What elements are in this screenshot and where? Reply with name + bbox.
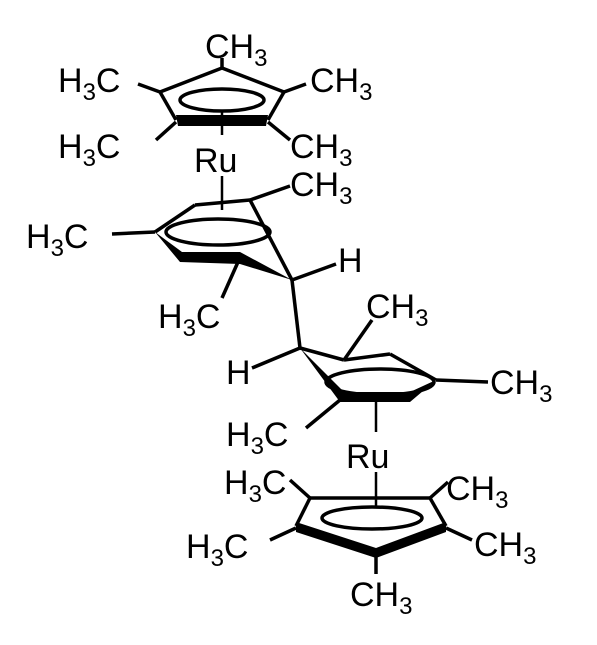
top-methyl-left: H3C	[58, 62, 120, 106]
upper-arene-methyl-bond	[249, 184, 291, 202]
svg-text:H3C: H3C	[58, 62, 120, 106]
upper-arene-aromatic-circle	[164, 217, 272, 247]
svg-text:H3C: H3C	[58, 128, 120, 172]
upper-arene-wedge-front	[155, 232, 292, 280]
lower-arene-ring	[251, 318, 489, 432]
bottom-cp-wedge-front	[296, 522, 446, 558]
upper-arene-bond	[154, 203, 196, 234]
bottom-cp-methyl-bond	[288, 478, 312, 500]
top-methyl-lower-right: CH3	[290, 128, 352, 172]
svg-text:CH3: CH3	[490, 364, 552, 408]
svg-text:CH3: CH3	[446, 470, 508, 514]
svg-text:CH3: CH3	[474, 526, 536, 570]
svg-text:CH3: CH3	[350, 576, 412, 620]
top-cp-bond	[158, 91, 178, 121]
lower-arene-bond	[343, 352, 391, 362]
upper-arene-bond	[248, 199, 294, 281]
top-cp-bond	[266, 91, 286, 121]
lower-arene-methyl-bond	[342, 318, 374, 362]
bottom-methyl-upper-left: H3C	[224, 464, 286, 508]
top-methyl-top: CH3	[205, 28, 267, 72]
svg-text:H3C: H3C	[158, 298, 220, 342]
upper-arene-bond	[194, 198, 251, 207]
top-cp-methyl-bond	[283, 82, 307, 94]
bottom-cp-ring	[269, 472, 473, 574]
ru-top-label: Ru	[194, 142, 237, 180]
upper-arene-methyl-bond	[220, 261, 240, 299]
bottom-cp-bond	[428, 497, 448, 527]
svg-text:H3C: H3C	[226, 416, 288, 460]
top-cp-bond	[221, 66, 285, 94]
top-cp-methyl-bond	[137, 82, 161, 94]
lower-arene-methyl-bond	[435, 378, 489, 384]
upper-methyl-right: CH3	[290, 166, 352, 210]
bottom-cp-methyl-bond	[445, 526, 473, 542]
upper-h-bond	[291, 262, 337, 282]
top-methyl-lower-left: H3C	[58, 128, 120, 172]
bottom-cp-aromatic-circle	[320, 505, 424, 531]
lower-methyl-top: CH3	[366, 288, 428, 332]
svg-text:CH3: CH3	[290, 128, 352, 172]
top-cp-ring	[137, 58, 307, 142]
lower-arene-methyl-bond	[304, 398, 342, 430]
svg-text:CH3: CH3	[310, 62, 372, 106]
top-methyl-right: CH3	[310, 62, 372, 106]
lower-h-bond	[251, 346, 301, 370]
svg-text:H3C: H3C	[186, 528, 248, 572]
svg-text:H3C: H3C	[26, 218, 88, 262]
h-upper-label: H	[338, 242, 363, 280]
bottom-cp-methyl-bond	[428, 480, 450, 500]
upper-arene-methyl-bond	[111, 230, 156, 236]
upper-arene-ring	[111, 176, 337, 299]
lower-arene-aromatic-circle	[324, 367, 436, 397]
top-cp-bond	[159, 66, 223, 94]
central-cc-bond	[290, 279, 302, 349]
lower-methyl-left: H3C	[226, 416, 288, 460]
upper-methyl-bottom: H3C	[158, 298, 220, 342]
svg-text:H3C: H3C	[224, 464, 286, 508]
top-cp-methyl-bond	[266, 120, 292, 142]
lower-arene-bond	[299, 346, 345, 362]
svg-text:CH3: CH3	[366, 288, 428, 332]
top-cp-aromatic-circle	[178, 87, 266, 113]
h-lower-label: H	[226, 354, 251, 392]
bottom-cp-bond	[294, 497, 312, 527]
svg-text:CH3: CH3	[290, 166, 352, 210]
bottom-methyl-left: H3C	[186, 528, 248, 572]
bottom-methyl-bottom: CH3	[350, 576, 412, 620]
bottom-cp-methyl-bond	[269, 526, 297, 542]
bottom-methyl-upper-right: CH3	[446, 470, 508, 514]
svg-text:CH3: CH3	[205, 28, 267, 72]
top-cp-methyl-bond	[154, 120, 178, 142]
lower-methyl-right: CH3	[490, 364, 552, 408]
upper-methyl-left: H3C	[26, 218, 88, 262]
ru-bottom-label: Ru	[346, 438, 389, 476]
bottom-methyl-right: CH3	[474, 526, 536, 570]
